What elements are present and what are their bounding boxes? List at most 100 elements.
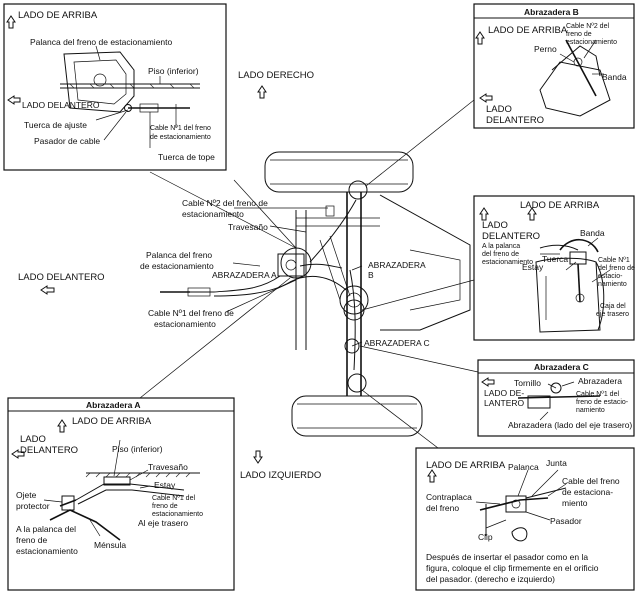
label-cable-no2-line2: estacionamiento [182,209,244,219]
panel-clamp-b [473,3,635,129]
m-nut: Tuerca [542,254,568,264]
m-stay: Estay [522,262,544,272]
br-joint: Junta [546,458,567,468]
label-lever-line2: de estacionamiento [140,261,214,271]
br-up-label: LADO DE ARRIBA [426,460,506,471]
label-cable-no1-line1: Cable Nº1 del freno de [148,308,234,318]
br-backing-line2: del freno [426,503,459,513]
b-cable-line1: Cable Nº2 del [566,23,609,30]
right-wheel [264,151,414,193]
label-crossmember: Travesaño [228,222,268,232]
b-bolt: Perno [534,44,557,54]
panel-pin-clip [415,447,635,591]
b-title: Abrazadera B [524,7,579,17]
m-cable-line2: del freno de [598,265,635,272]
a-bracket: Ménsula [94,540,126,550]
label-lever-line1: Palanca del freno [146,250,212,260]
a-title: Abrazadera A [86,400,140,410]
b-band: Banda [602,72,627,82]
tl-adjust-nut: Tuerca de ajuste [24,120,87,130]
m-front-line1: LADO [482,220,508,231]
b-front-line1: LADO [486,104,512,115]
a-stay: Estay [154,480,176,490]
m-front-line2: DELANTERO [482,231,540,242]
a-up-label: LADO DE ARRIBA [72,416,152,427]
c-cable-line3: namiento [576,407,605,414]
label-clamp-b-line2: B [368,270,374,280]
tl-front-label: LADO DELANTERO [22,100,100,110]
panel-clamp-c [477,359,635,437]
clamp-b-marker [348,180,368,200]
br-note-line1: Después de insertar el pasador como en l… [426,552,588,562]
m-cable-line4: namiento [598,281,627,288]
label-cable-no1-line2: estacionamiento [154,319,216,329]
m-band: Banda [580,228,605,238]
c-cable-line1: Cable Nº1 del [576,391,619,398]
label-front-side: LADO DELANTERO [18,272,105,283]
m-to-lever-line1: A la palanca [482,243,520,250]
b-up-label: LADO DE ARRIBA [488,25,568,36]
a-to-lever-line2: freno de [16,535,47,545]
m-cable-line1: Cable Nº1 [598,257,630,264]
tl-cable-no1-line1: Cable Nº1 del freno [150,125,211,132]
tl-floor: Piso (inferior) [148,66,199,76]
m-axle-line2: eje trasero [596,311,629,318]
c-clamp: Abrazadera [578,376,622,386]
a-grommet-line2: protector [16,501,50,511]
panel-clamp-a [7,397,235,591]
br-lever: Palanca [508,462,539,472]
label-clamp-b-line1: ABRAZADERA [368,260,426,270]
br-cable-line3: miento [562,498,588,508]
b-cable-line2: freno de [566,31,592,38]
m-cable-line3: estacio- [598,273,623,280]
label-clamp-a: ABRAZADERA A [212,270,277,280]
panel-lever-detail [3,3,227,171]
c-clamp-rear: Abrazadera (lado del eje trasero) [508,420,632,430]
br-note-line2: figura, coloque el clip firmemente en el… [426,563,599,573]
clamp-c-marker [344,338,360,354]
tl-cable-no1-line2: de estacionamiento [150,134,211,141]
a-crossmember: Travesaño [148,462,188,472]
c-front-line2: LANTERO [484,398,525,408]
br-cable-line1: Cable del freno [562,476,620,486]
panel-clamp-b-detail [473,195,635,341]
label-clamp-c: ABRAZADERA C [364,338,430,348]
br-note-line3: del pasador. (derecho e izquierdo) [426,574,555,584]
tl-brake-lever: Palanca del freno de estacionamiento [30,37,173,47]
label-cable-no2-line1: Cable Nº2 del freno de [182,198,268,208]
a-cable-line3: estacionamiento [152,511,203,518]
b-cable-line3: estacionamiento [566,39,617,46]
a-cable-line2: freno de [152,503,178,510]
a-front-line2: DELANTERO [20,445,78,456]
a-front-line1: LADO [20,434,46,445]
label-left-side: LADO IZQUIERDO [240,470,321,481]
a-to-axle: Al eje trasero [138,518,188,528]
c-title: Abrazadera C [534,362,589,372]
a-grommet-line1: Ojete [16,490,37,500]
b-front-line2: DELANTERO [486,115,544,126]
tl-stop-nut: Tuerca de tope [158,152,215,162]
m-up-label: LADO DE ARRIBA [520,200,600,211]
m-to-lever-line3: estacionamiento [482,259,533,266]
a-floor: Piso (inferior) [112,444,163,454]
chassis-drawing [160,151,471,437]
left-wheel [291,395,423,437]
tl-up-label: LADO DE ARRIBA [18,10,98,21]
leader-lines [139,99,479,449]
c-front-line1: LADO DE- [484,388,524,398]
br-backing-line1: Contraplaca [426,492,472,502]
m-axle-line1: Caja del [600,303,626,310]
br-pin: Pasador [550,516,582,526]
a-cable-line1: Cable Nº1 del [152,495,195,502]
br-clip: Clip [478,532,493,542]
c-cable-line2: freno de estacio- [576,399,629,406]
m-to-lever-line2: del freno de [482,251,519,258]
br-cable-line2: de estaciona- [562,487,613,497]
a-to-lever-line3: estacionamiento [16,546,78,556]
tl-cable-pin: Pasador de cable [34,136,100,146]
label-right-side: LADO DERECHO [238,70,314,81]
c-screw: Tornillo [514,378,541,388]
direction-arrows-center [40,85,267,464]
